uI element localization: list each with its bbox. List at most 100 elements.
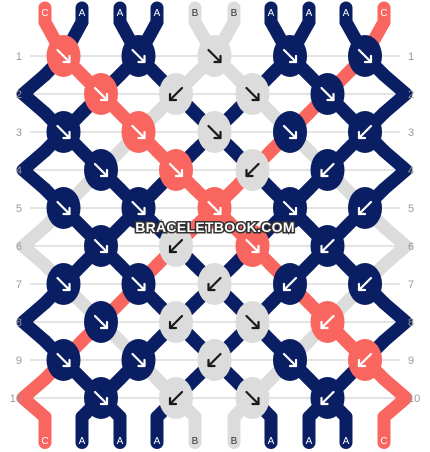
knot-arrow-icon — [93, 314, 109, 330]
knot — [84, 301, 118, 343]
knot-arrow-icon — [282, 352, 298, 368]
top-string-label-chip — [377, 3, 391, 21]
knot — [273, 263, 307, 305]
watermark-text: BRACELETBOOK.COM — [135, 219, 295, 235]
top-string-label-chip — [339, 3, 353, 21]
row-label-right: 6 — [408, 241, 414, 253]
knot-arrowhead-icon — [326, 92, 335, 102]
knot-arrowhead-icon — [99, 320, 109, 330]
knot-arrow-icon — [207, 276, 222, 292]
top-string-label: C — [41, 8, 48, 19]
knot-arrow-icon — [207, 352, 222, 368]
knot-arrowhead-icon — [213, 130, 222, 140]
bottom-string-label-chip — [264, 431, 278, 449]
knot-arrowhead-icon — [357, 358, 367, 368]
knot — [235, 301, 270, 343]
knot — [121, 35, 156, 77]
knot — [121, 111, 156, 153]
knot — [84, 149, 118, 191]
knot-arrowhead-icon — [137, 282, 146, 292]
row-label-right: 2 — [408, 89, 414, 101]
top-string-label-chip — [302, 3, 316, 21]
bottom-string-label-chip — [113, 431, 127, 449]
bottom-string-label-chip — [38, 431, 52, 449]
knot-arrow-icon — [245, 390, 260, 406]
knot-arrow-icon — [357, 276, 373, 292]
knot-arrow-icon — [207, 200, 222, 216]
knot-arrowhead-icon — [251, 320, 260, 330]
knot — [84, 73, 118, 115]
knot — [310, 149, 345, 191]
knot-arrow-icon — [131, 352, 146, 368]
bottom-string-label-chip — [227, 431, 241, 449]
knot-arrow-icon — [56, 200, 71, 216]
knot — [273, 187, 307, 229]
knot-arrowhead-icon — [288, 54, 298, 64]
knot-arrow-icon — [320, 390, 335, 406]
knot — [197, 339, 232, 381]
knot-arrow-icon — [168, 86, 184, 102]
knot-arrowhead-icon — [357, 206, 367, 216]
bottom-string-label-chip — [377, 431, 391, 449]
knot-arrowhead-icon — [99, 396, 109, 406]
thread-segment — [377, 68, 413, 120]
top-string-label-chip — [38, 3, 52, 21]
knot-arrow-icon — [320, 162, 335, 178]
knot-arrowhead-icon — [363, 54, 373, 64]
knot — [46, 339, 81, 381]
bottom-string-label: B — [231, 436, 238, 447]
knot-arrow-icon — [56, 276, 71, 292]
knot-arrow-icon — [131, 200, 146, 216]
knot — [197, 111, 232, 153]
knot-arrowhead-icon — [357, 282, 367, 292]
knot — [235, 225, 270, 267]
top-string-label: A — [343, 8, 350, 19]
knot-arrow-icon — [245, 162, 260, 178]
row-label-right: 8 — [408, 317, 414, 329]
knot — [235, 73, 270, 115]
row-label-left: 1 — [16, 51, 22, 63]
knot — [46, 35, 81, 77]
knot — [197, 187, 232, 229]
knot — [121, 339, 156, 381]
top-string-label-chip — [227, 3, 241, 21]
bottom-string-label: A — [117, 436, 124, 447]
bottom-string-label: A — [343, 436, 350, 447]
knot-arrowhead-icon — [99, 244, 109, 254]
knot — [348, 111, 382, 153]
knot-arrow-icon — [168, 238, 184, 254]
knot-arrowhead-icon — [62, 358, 71, 368]
knot-arrowhead-icon — [320, 396, 329, 406]
knot-arrow-icon — [56, 48, 71, 64]
knot — [121, 263, 156, 305]
knot-arrowhead-icon — [251, 92, 260, 102]
bottom-string-label-chip — [75, 431, 89, 449]
knot-arrow-icon — [93, 162, 109, 178]
knot-arrowhead-icon — [245, 168, 254, 178]
knot-arrow-icon — [168, 314, 184, 330]
top-string-label: A — [268, 8, 275, 19]
knot-arrowhead-icon — [251, 396, 260, 406]
knot-arrowhead-icon — [207, 282, 216, 292]
top-string-label: A — [154, 8, 161, 19]
bottom-string-label-chip — [302, 431, 316, 449]
knot-arrowhead-icon — [99, 168, 109, 178]
row-label-right: 5 — [408, 203, 414, 215]
top-string-label-chip — [113, 3, 127, 21]
knot — [273, 339, 307, 381]
knot-arrowhead-icon — [207, 358, 216, 368]
knot — [235, 377, 270, 419]
knot — [46, 187, 81, 229]
knot-arrow-icon — [357, 352, 373, 368]
knot — [197, 263, 232, 305]
knot-arrowhead-icon — [62, 130, 71, 140]
knot-arrowhead-icon — [99, 92, 109, 102]
knot-arrow-icon — [93, 238, 109, 254]
thread-segment — [377, 372, 413, 424]
knot-arrowhead-icon — [320, 168, 329, 178]
row-label-left: 7 — [16, 279, 22, 291]
knot-arrowhead-icon — [320, 320, 329, 330]
